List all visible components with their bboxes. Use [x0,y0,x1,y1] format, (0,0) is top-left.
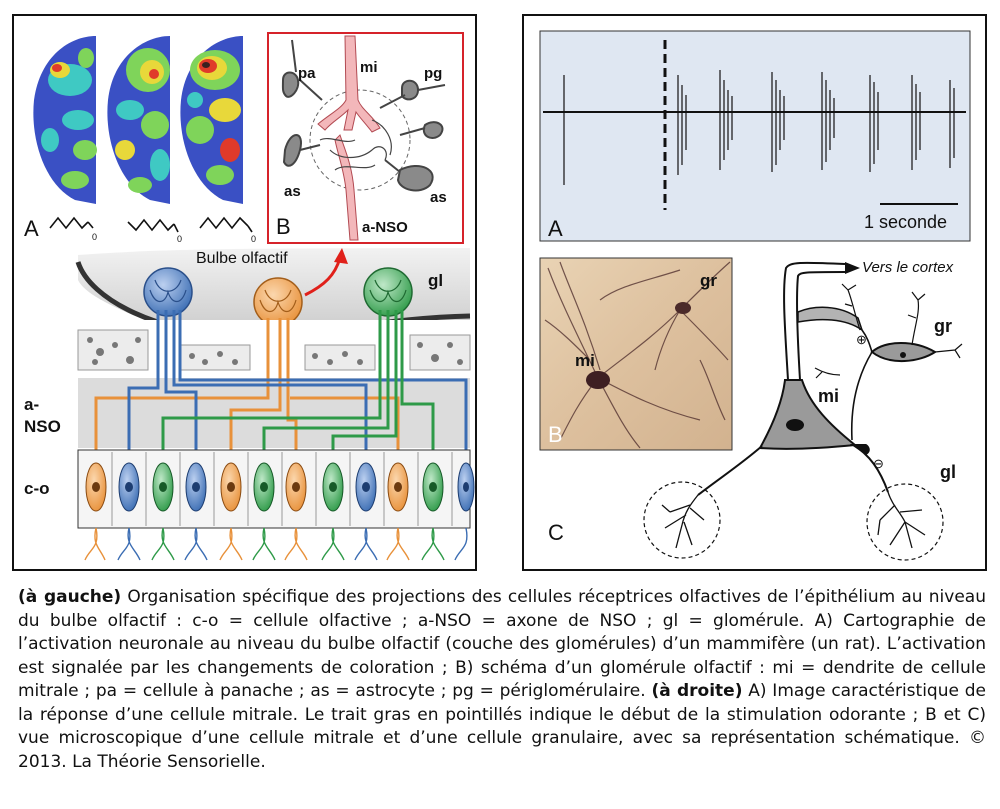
spike-trace-panel [539,30,971,242]
olfactory-cell [185,462,207,512]
axons-green [161,310,435,460]
inset-label-as-left: as [284,183,301,200]
mitral-schematic: Vers le cortex ⊕ ⊖ [548,259,963,561]
scale-label: 1 seconde [864,212,947,232]
olfactory-cell [253,462,275,512]
glomerulus-green [363,267,413,317]
schema-label-gl: gl [940,462,956,482]
olfactory-cell [118,462,140,512]
glomerulus-inset: mi pa pg as as a-NSO B [267,32,464,244]
schema-panel-c-label: C [548,520,564,545]
activation-map-2 [107,36,170,204]
inset-label-as-right: as [430,189,447,206]
caption-paragraph: (à gauche) Organisation spécifique des p… [18,586,986,774]
axons-blue [127,310,468,460]
glomerulus-left [643,481,721,559]
ansco-label-line2: NSO [24,417,61,436]
cortex-label: Vers le cortex [862,259,954,276]
left-panel-a-label: A [24,216,39,241]
figure: A 0 0 0 [12,14,987,571]
cribriform-plate [77,320,471,378]
caption-left-heading: (à gauche) [18,587,122,607]
axon-band [78,378,470,448]
olfactory-cells [85,462,475,512]
molecule-1 [49,216,89,230]
molecule-3 [199,216,249,230]
right-panel: 1 seconde A gr mi B [522,14,987,571]
inset-label-pg: pg [424,65,442,82]
caption-right-text: A) Image caractéristique de la réponse d… [18,681,986,772]
spike-trains [563,70,955,185]
molecule-subscript-3: 0 [251,234,256,244]
minus-sign: ⊖ [873,456,884,471]
inset-label-mi: mi [360,59,378,76]
glomerulus-right [866,483,944,561]
odorant-molecules [49,216,253,233]
olfactory-cell [387,462,409,512]
inset-label-pa: pa [298,65,316,82]
photo-granule-soma [675,302,691,314]
glomerulus-boundary [309,89,411,191]
ansco-label-line1: a- [24,395,39,414]
olfactory-cell [285,462,307,512]
photo-panel-b-label: B [548,422,563,447]
photo-label-gr: gr [700,271,717,290]
plus-sign: ⊕ [856,332,867,347]
pa-cell [281,39,323,101]
co-label: c-o [24,479,50,498]
mitral-dendrite [317,35,381,133]
figure-caption: (à gauche) Organisation spécifique des p… [18,586,986,774]
inset-label-ansco: a-NSO [362,219,408,236]
mitral-nucleus [786,419,804,431]
molecule-subscript-2: 0 [177,234,182,244]
bulbe-label: Bulbe olfactif [196,250,288,267]
caption-left-text: Organisation spécifique des projections … [18,587,986,701]
activation-maps [33,36,243,204]
as-cell-left [282,134,321,167]
gl-label: gl [428,271,443,290]
as-cell-right [384,159,434,192]
pg-cell-2 [399,121,444,139]
olfactory-cell [152,462,174,512]
molecule-2 [127,218,175,232]
activation-map-1 [33,36,97,204]
cortex-axon [783,261,846,381]
activation-map-3 [180,36,243,204]
epithelium-support-cells [111,452,453,526]
olfactory-cell [422,462,444,512]
photo-mitral-soma [586,371,610,389]
trace-panel-a-label: A [548,216,563,241]
axons-orange [94,318,400,460]
schema-label-mi: mi [818,386,839,406]
olfactory-cell [85,462,107,512]
mitral-soma [758,379,858,450]
left-panel: A 0 0 0 [12,14,477,571]
olfactory-cilia [84,527,468,561]
glomerulus-blue [143,267,193,317]
inset-panel-b-label: B [276,214,291,239]
schema-label-gr: gr [934,316,952,336]
olfactory-cell [220,462,242,512]
pg-cell [379,79,446,109]
olfactory-cell [322,462,344,512]
glomerulus-orange [253,277,303,327]
caption-right-heading: (à droite) [651,681,743,701]
molecule-subscript-1: 0 [92,232,97,242]
photo-label-mi: mi [575,351,595,370]
microscopy-photo: gr mi B [539,257,733,451]
olfactory-cell [355,462,377,512]
olfactory-cell [457,462,475,512]
